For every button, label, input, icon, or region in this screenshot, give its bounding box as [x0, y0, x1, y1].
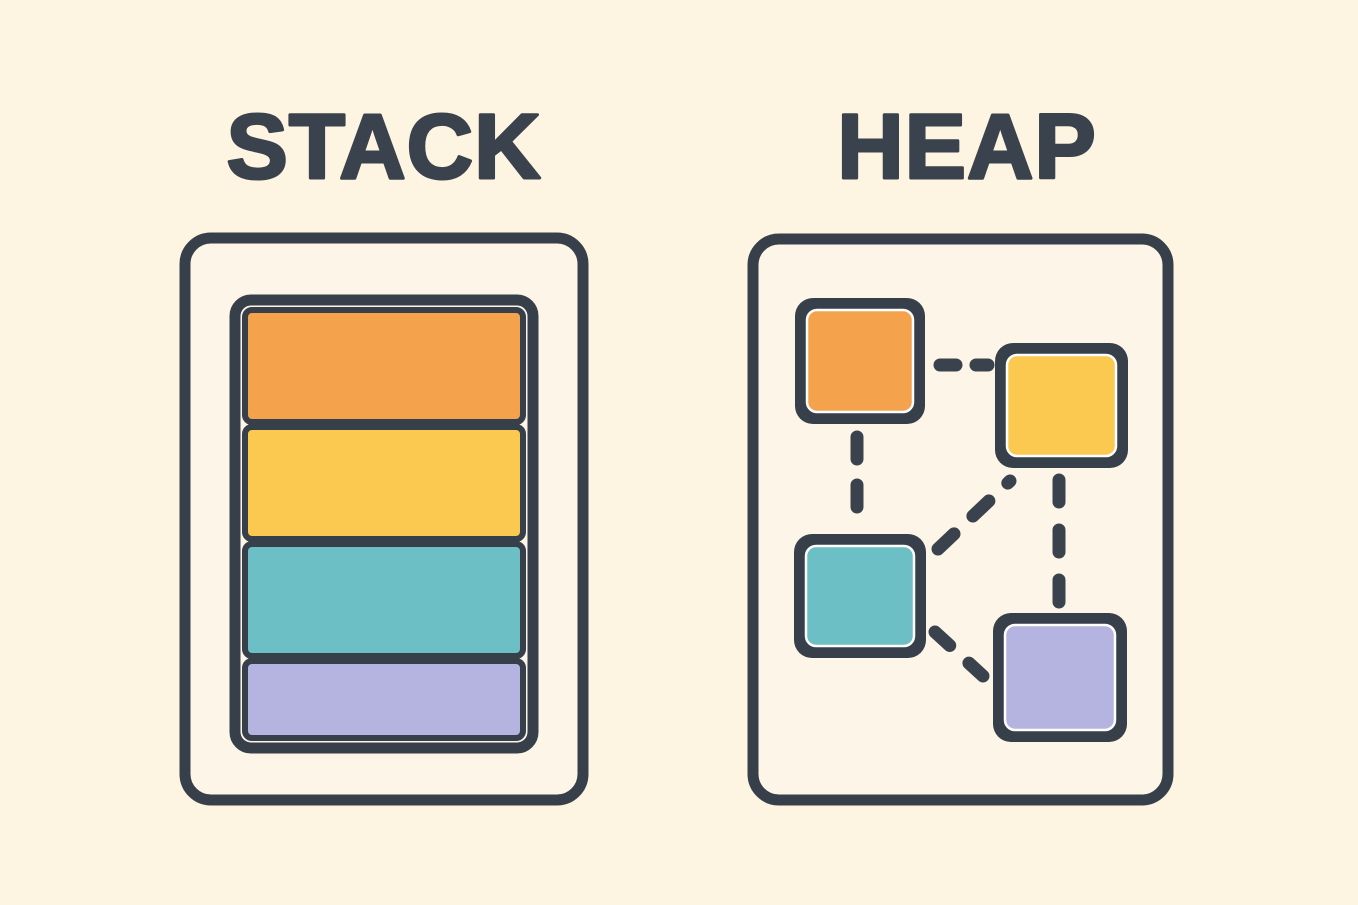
heap-node-orange-fill	[805, 308, 915, 414]
stack-frame-purple[interactable]	[242, 658, 526, 741]
heap-node-yellow[interactable]	[995, 343, 1128, 468]
heap-title: HEAP	[837, 96, 1097, 198]
stack-frame-container	[229, 294, 539, 754]
heap-node-orange[interactable]	[795, 298, 925, 424]
link-teal-to-yellow	[931, 474, 1017, 556]
stack-frame-orange[interactable]	[242, 307, 526, 425]
stack-frame-teal[interactable]	[242, 541, 526, 659]
heap-node-teal-fill	[804, 544, 916, 648]
heap-node-yellow-fill	[1005, 353, 1118, 458]
heap-node-purple[interactable]	[993, 613, 1127, 742]
stack-frame-list	[242, 307, 526, 741]
link-teal-to-purple	[928, 625, 990, 683]
heap-node-list	[794, 298, 1128, 742]
heap-link-list	[850, 358, 1066, 683]
stack-title: STACK	[226, 96, 541, 198]
stack-section: STACK	[179, 95, 589, 806]
heap-node-purple-fill	[1003, 623, 1117, 732]
stack-frame-yellow[interactable]	[242, 424, 526, 542]
heap-node-teal[interactable]	[794, 534, 926, 658]
heap-section: HEAP	[747, 95, 1174, 806]
